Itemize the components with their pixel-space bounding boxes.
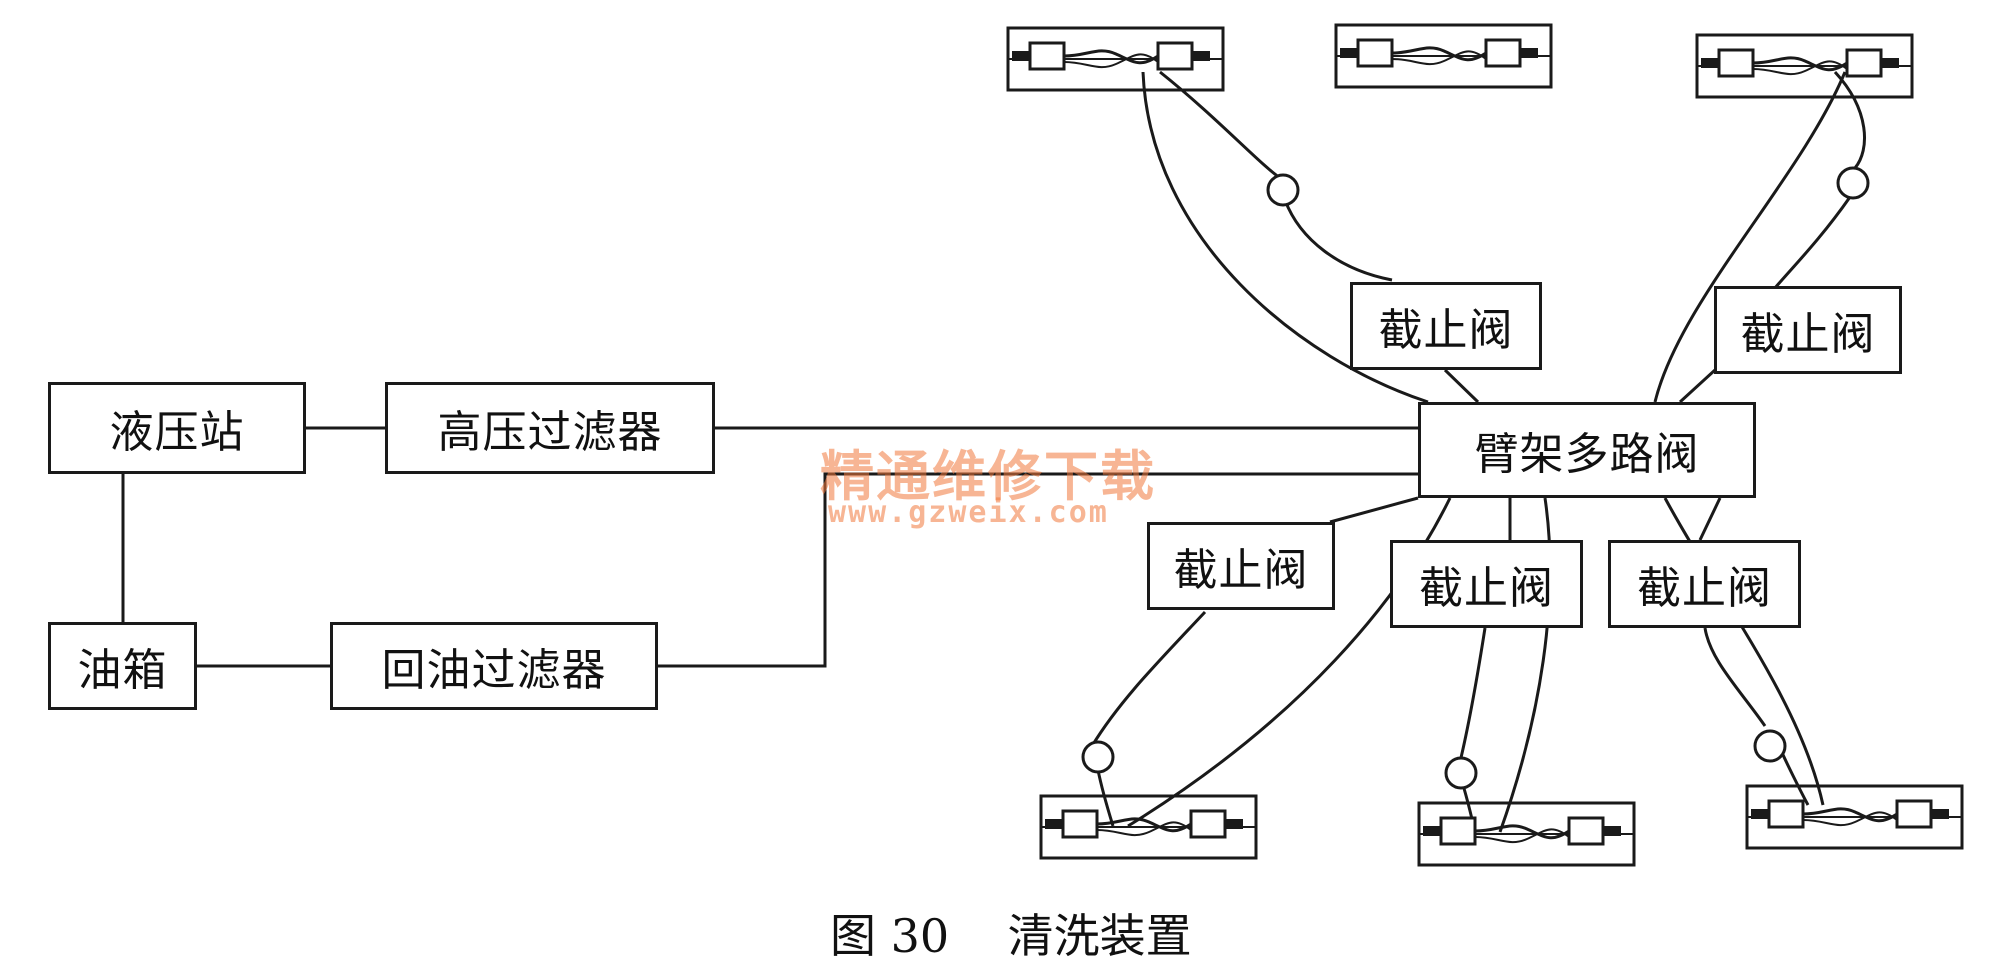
hydraulic-station-label: 液压站 [109, 407, 245, 458]
clamp-bottom-middle [1417, 801, 1636, 867]
pressure-gauges [1081, 166, 1870, 790]
clamp-top-right [1695, 33, 1914, 99]
oil-tank-label: 油箱 [77, 645, 168, 696]
high-pressure-filter-box: 高压过滤器 [385, 382, 715, 474]
pipelines [121, 426, 1418, 668]
watermark-url: www.gzweix.com [828, 495, 1109, 530]
figure-caption: 图 30 清洗装置 [830, 900, 1192, 966]
stop-valve-box-1: 截止阀 [1350, 282, 1542, 370]
stop-valve-label: 截止阀 [1173, 545, 1309, 596]
boom-multiway-valve-box: 臂架多路阀 [1418, 402, 1756, 498]
figure-title: 清洗装置 [1007, 909, 1192, 963]
stop-valve-label: 截止阀 [1637, 563, 1772, 614]
clamp-top-left [1006, 26, 1225, 92]
stop-valve-label: 截止阀 [1419, 563, 1554, 614]
return-filter-label: 回油过滤器 [381, 645, 607, 696]
hydraulic-station-box: 液压站 [48, 382, 306, 474]
clamp-bottom-left [1039, 794, 1258, 860]
stop-valve-box-4: 截止阀 [1390, 540, 1583, 628]
figure-number: 图 30 [830, 909, 950, 963]
stop-valve-label: 截止阀 [1740, 309, 1876, 360]
boom-multiway-valve-label: 臂架多路阀 [1474, 429, 1700, 480]
stop-valve-box-5: 截止阀 [1608, 540, 1801, 628]
clamp-top-middle [1334, 23, 1553, 89]
oil-tank-box: 油箱 [48, 622, 197, 710]
high-pressure-filter-label: 高压过滤器 [437, 407, 663, 458]
return-filter-box: 回油过滤器 [330, 622, 658, 710]
stop-valve-box-3: 截止阀 [1147, 522, 1335, 610]
stop-valve-label: 截止阀 [1378, 305, 1514, 356]
stop-valve-box-2: 截止阀 [1714, 286, 1902, 374]
clamp-bottom-right [1745, 784, 1964, 850]
watermark-text: 精通维修下载 [820, 445, 1156, 508]
